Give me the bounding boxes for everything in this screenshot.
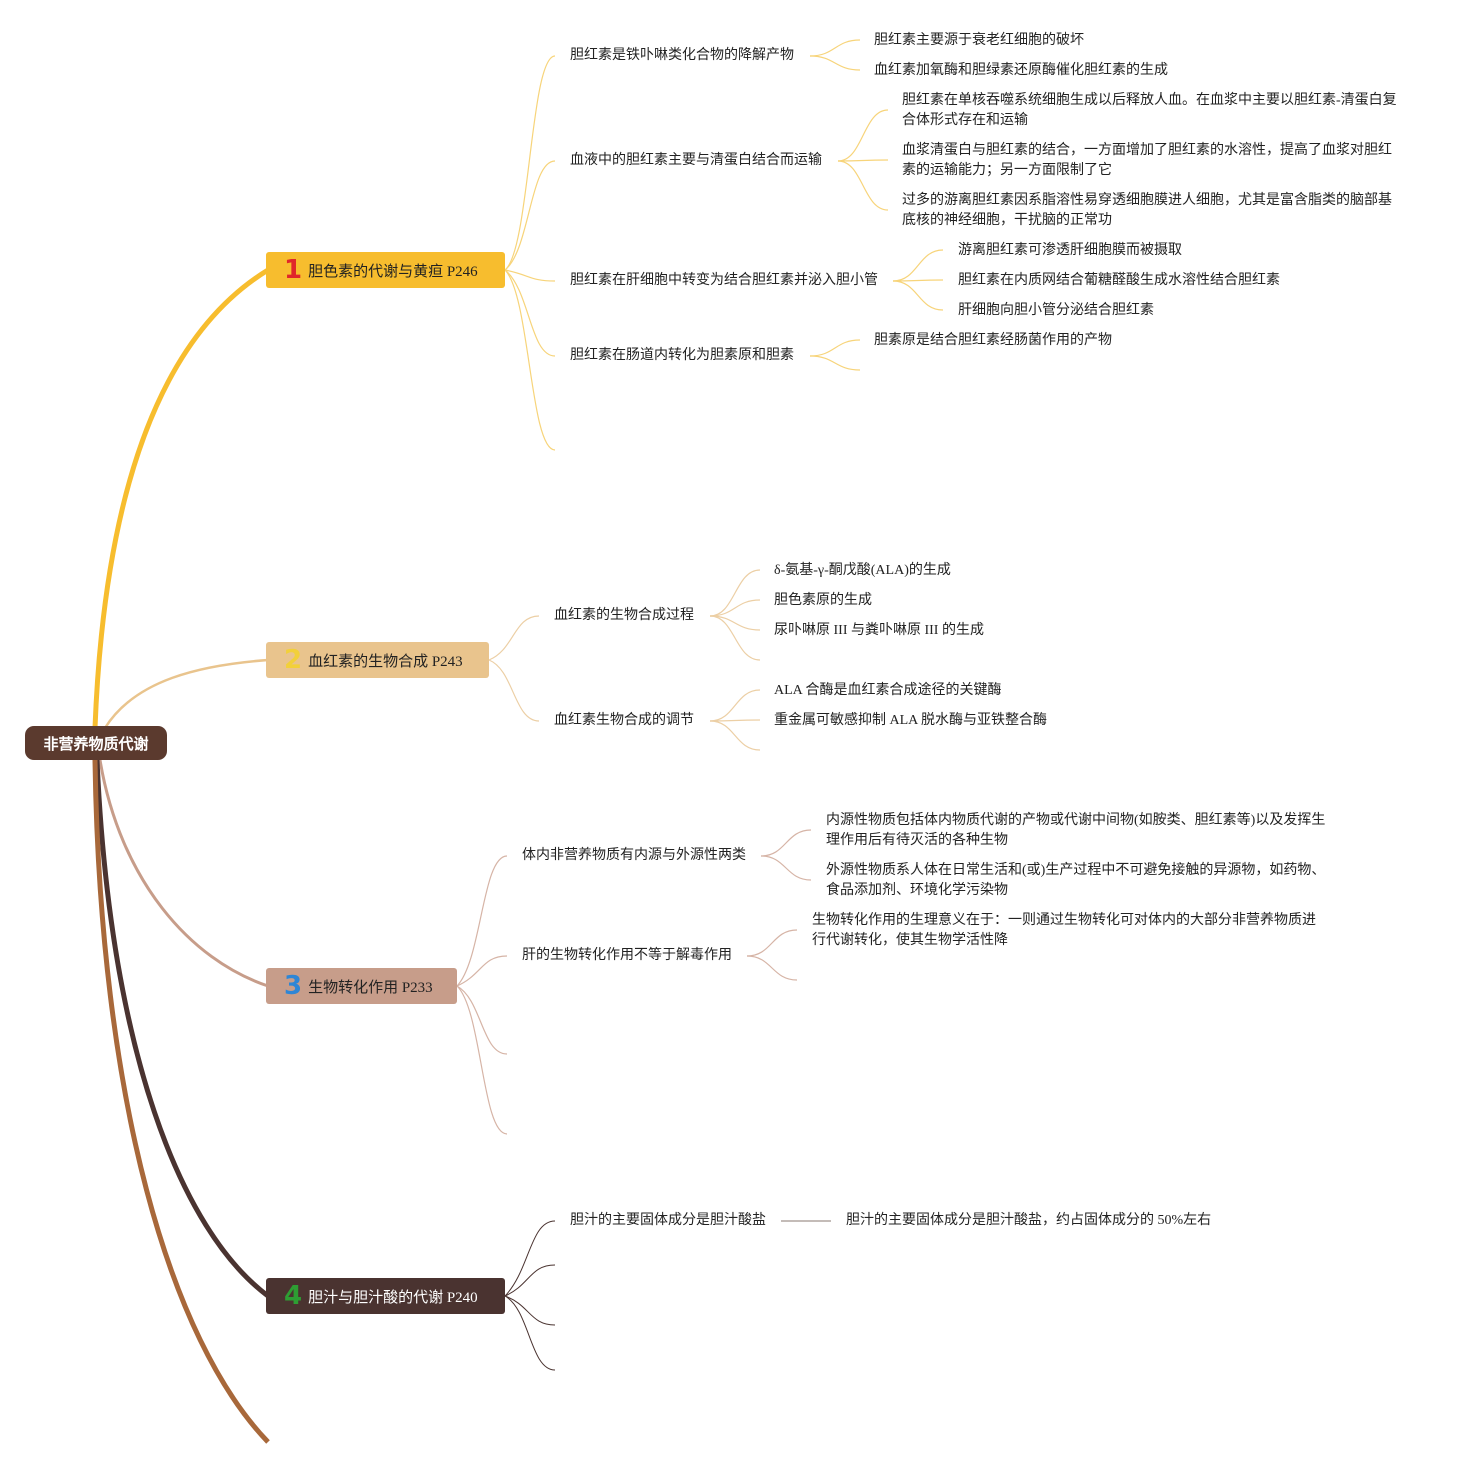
leaf-2-1-3[interactable]: 尿卟啉原 III 与粪卟啉原 III 的生成 xyxy=(774,623,984,638)
subtopic-1-3[interactable]: 胆红素在肝细胞中转变为结合胆红素并泌入胆小管 xyxy=(570,273,878,288)
leaf-1-1-1[interactable]: 胆红素主要源于衰老红细胞的破坏 xyxy=(874,33,1084,48)
category-label-1: 胆色素的代谢与黄疸 P246 xyxy=(308,263,478,280)
link-c3s1-l2 xyxy=(760,855,812,881)
link-c1-s4 xyxy=(504,269,556,357)
root-label: 非营养物质代谢 xyxy=(43,734,149,753)
category-node-1[interactable]: 1 胆色素的代谢与黄疸 P246 xyxy=(266,252,505,288)
link-c2s1-l2 xyxy=(709,599,761,617)
leaf-1-3-1[interactable]: 游离胆红素可渗透肝细胞膜而被摄取 xyxy=(958,243,1182,258)
leaf-3-2-1[interactable]: 生物转化作用的生理意义在于：一则通过生物转化可对体内的大部分非营养物质进行代谢转… xyxy=(812,913,1316,948)
link-c2s1-l1 xyxy=(709,569,761,617)
category-label-4: 胆汁与胆汁酸的代谢 P240 xyxy=(308,1289,478,1306)
link-c1-s1 xyxy=(504,55,556,271)
branch-root-to-cat3 xyxy=(98,759,269,988)
link-c2-s2 xyxy=(488,659,540,722)
branch-root-extra xyxy=(92,759,270,1444)
link-c1s2-l3 xyxy=(837,160,889,211)
category-number-4: 4 xyxy=(284,1281,303,1311)
link-c3-s3 xyxy=(456,985,508,1055)
link-c3-s4 xyxy=(456,985,508,1135)
subtopic-1-4[interactable]: 胆红素在肠道内转化为胆素原和胆素 xyxy=(570,348,794,363)
link-c2-s1 xyxy=(488,615,540,661)
leaf-1-2-2[interactable]: 血浆清蛋白与胆红素的结合，一方面增加了胆红素的水溶性，提高了血浆对胆红素的运输能… xyxy=(902,143,1392,178)
leaf-3-1-2[interactable]: 外源性物质系人体在日常生活和(或)生产过程中不可避免接触的异源物，如药物、食品添… xyxy=(826,863,1326,898)
leaf-1-2-3[interactable]: 过多的游离胆红素因系脂溶性易穿透细胞膜进人细胞，尤其是富含脂类的脑部基底核的神经… xyxy=(902,193,1392,228)
leaf-1-4-1[interactable]: 胆素原是结合胆红素经肠菌作用的产物 xyxy=(874,333,1112,348)
link-c1s2-l1 xyxy=(837,109,889,162)
category-number-1: 1 xyxy=(284,255,303,285)
category-node-4[interactable]: 4 胆汁与胆汁酸的代谢 P240 xyxy=(266,1278,505,1314)
leaf-2-1-2[interactable]: 胆色素原的生成 xyxy=(774,593,872,608)
link-c2s2-l3 xyxy=(709,720,761,751)
link-c1s1-l2 xyxy=(809,55,861,71)
leaf-4-1-1[interactable]: 胆汁的主要固体成分是胆汁酸盐，约占固体成分的 50%左右 xyxy=(846,1213,1212,1228)
category-number-2: 2 xyxy=(284,645,303,675)
root-node[interactable]: 非营养物质代谢 xyxy=(25,726,167,760)
subtopic-2-1[interactable]: 血红素的生物合成过程 xyxy=(554,608,694,623)
category-label-3: 生物转化作用 P233 xyxy=(308,979,433,996)
leaf-1-3-2[interactable]: 胆红素在内质网结合葡糖醛酸生成水溶性结合胆红素 xyxy=(958,273,1280,288)
link-c4-s3 xyxy=(504,1295,556,1326)
leaf-3-1-1[interactable]: 内源性物质包括体内物质代谢的产物或代谢中间物(如胺类、胆红素等)以及发挥生理作用… xyxy=(826,813,1326,848)
link-c1s4-l1 xyxy=(809,339,861,357)
subtopic-3-1[interactable]: 体内非营养物质有内源与外源性两类 xyxy=(522,848,746,863)
link-c3s2-l1 xyxy=(746,929,798,957)
leaf-1-1-2[interactable]: 血红素加氧酶和胆绿素还原酶催化胆红素的生成 xyxy=(874,63,1168,78)
leaf-2-1-1[interactable]: δ-氨基-γ-酮戊酸(ALA)的生成 xyxy=(774,563,951,578)
link-c3s1-l1 xyxy=(760,829,812,857)
link-c1s4-l2 xyxy=(809,355,861,371)
branch-root-to-cat2 xyxy=(103,658,269,729)
leaf-2-2-2[interactable]: 重金属可敏感抑制 ALA 脱水酶与亚铁整合酶 xyxy=(774,713,1047,728)
leaf-1-2-1[interactable]: 胆红素在单核吞噬系统细胞生成以后释放人血。在血浆中主要以胆红素-清蛋白复合体形式… xyxy=(902,93,1397,128)
link-c1s3-l1 xyxy=(892,249,944,282)
leaf-1-3-3[interactable]: 肝细胞向胆小管分泌结合胆红素 xyxy=(958,303,1154,318)
link-c2s2-l1 xyxy=(709,689,761,722)
subtopic-2-2[interactable]: 血红素生物合成的调节 xyxy=(554,713,694,728)
link-c4-s2 xyxy=(504,1264,556,1297)
subtopic-4-1[interactable]: 胆汁的主要固体成分是胆汁酸盐 xyxy=(570,1213,766,1228)
link-c1-s5 xyxy=(504,269,556,451)
category-label-2: 血红素的生物合成 P243 xyxy=(308,653,463,670)
link-c1-s2 xyxy=(504,160,556,271)
link-c4-s4 xyxy=(504,1295,556,1371)
link-c3-s2 xyxy=(456,955,508,987)
link-c4-s1 xyxy=(504,1220,556,1297)
subtopic-3-2[interactable]: 肝的生物转化作用不等于解毒作用 xyxy=(522,948,732,963)
subtopic-1-1[interactable]: 胆红素是铁卟啉类化合物的降解产物 xyxy=(570,48,794,63)
category-number-3: 3 xyxy=(284,971,303,1001)
link-c3-s1 xyxy=(456,855,508,987)
subtopic-1-2[interactable]: 血液中的胆红素主要与清蛋白结合而运输 xyxy=(570,153,822,168)
branch-root-to-cat4 xyxy=(94,759,270,1298)
branch-root-to-cat1 xyxy=(92,267,270,729)
link-c1s1-l1 xyxy=(809,39,861,57)
link-c2s1-l4 xyxy=(709,615,761,661)
category-node-3[interactable]: 3 生物转化作用 P233 xyxy=(266,968,457,1004)
link-c1s2-l2 xyxy=(837,159,889,162)
link-c3s2-l2 xyxy=(746,955,798,981)
category-node-2[interactable]: 2 血红素的生物合成 P243 xyxy=(266,642,489,678)
leaf-2-2-1[interactable]: ALA 合酶是血红素合成途径的关键酶 xyxy=(774,683,1002,698)
link-c1-s3 xyxy=(504,269,556,282)
link-c1s3-l3 xyxy=(892,280,944,311)
